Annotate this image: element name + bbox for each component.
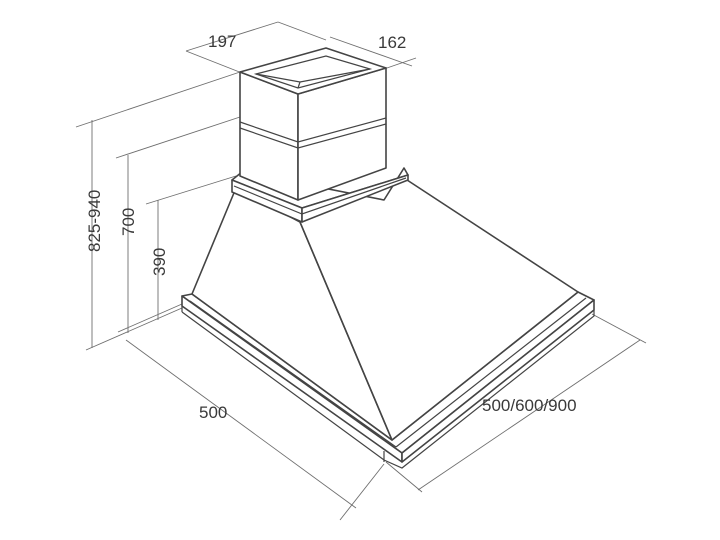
label-chimney-depth: 162 [378, 33, 406, 52]
dimension-lines [75, 21, 647, 521]
dim-base-extension [85, 307, 183, 351]
rim-inner-edge-left [189, 300, 397, 448]
label-height-700: 700 [119, 208, 138, 236]
dim-390-top-tick [145, 175, 237, 205]
label-width: 500/600/900 [482, 396, 577, 415]
label-chimney-width: 197 [208, 32, 236, 51]
dim-197-line [185, 21, 279, 52]
dim-825-940-top-tick [75, 71, 241, 128]
hood-chimney [239, 47, 387, 201]
label-total-height: 825-940 [85, 190, 104, 252]
label-depth: 500 [199, 403, 227, 422]
label-height-390: 390 [150, 248, 169, 276]
dim-162-line [329, 36, 413, 67]
collar-mid-line [233, 177, 407, 215]
chimney-top-face [239, 47, 387, 95]
dim-197-ext-left [185, 50, 243, 74]
rim-lower-edge [181, 310, 595, 469]
chimney-joint-upper [239, 117, 387, 143]
dim-700-top-tick [115, 116, 241, 159]
range-hood-drawing [181, 47, 595, 469]
dim-197-ext-right [277, 21, 327, 41]
dim-500-ext-b [339, 463, 385, 521]
dim-500-line [125, 339, 357, 509]
dim-500-ext-a [117, 303, 183, 333]
dim-162-ext [383, 57, 417, 70]
rim-inner-edge-right [395, 297, 587, 448]
dim-width-line [417, 339, 641, 491]
dim-width-ext-b [385, 461, 423, 493]
dim-width-ext-a [591, 313, 647, 344]
chimney-opening-depth [297, 81, 301, 89]
dimension-labels: 197 162 825-940 700 390 500 500/600/900 [85, 32, 577, 422]
chimney-joint-lower [239, 123, 387, 149]
canopy-front-edge [299, 221, 393, 441]
